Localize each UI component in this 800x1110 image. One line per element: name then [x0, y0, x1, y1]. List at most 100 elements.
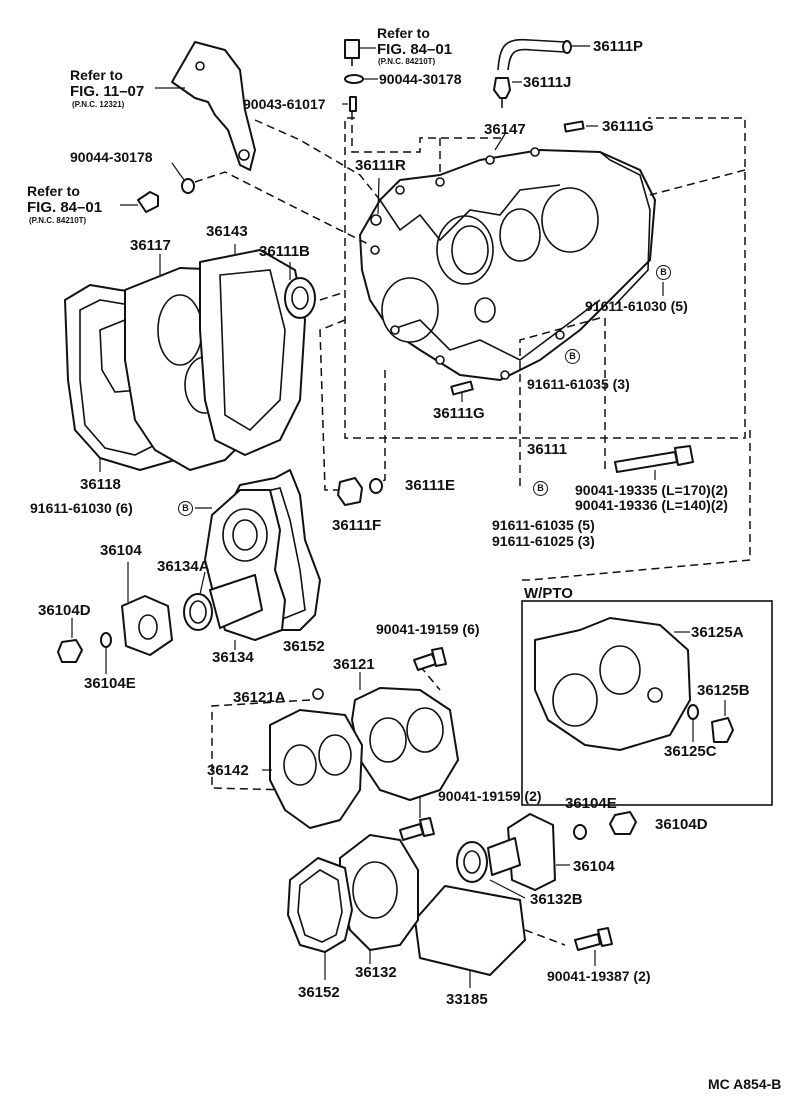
label-90041-19159-2: 90041-19159 (2): [438, 788, 542, 804]
label-36143: 36143: [206, 223, 248, 240]
label-36111E: 36111E: [405, 477, 456, 494]
label-36104-left: 36104: [100, 542, 142, 559]
washer-36104E-left: [100, 632, 112, 674]
ref-fig84-left-line1: Refer to: [27, 183, 80, 199]
small-ring-36111R: [370, 177, 382, 226]
label-36111G-top: 36111G: [602, 118, 654, 135]
label-36111P: 36111P: [593, 38, 644, 55]
label-36118: 36118: [80, 476, 121, 493]
dashed-leaders-top: [194, 112, 746, 246]
label-36104E-right: 36104E: [565, 795, 617, 812]
label-91611-61025-3: 91611-61025 (3): [492, 533, 595, 549]
cover-33185: [414, 885, 566, 988]
label-90044-30178-top: 90044-30178: [379, 71, 462, 87]
label-36104E-left: 36104E: [84, 675, 136, 692]
ref-fig84-top-line2: FIG. 84–01: [377, 41, 453, 58]
pin-36111G-top: [563, 120, 598, 133]
dashed-bolt-91611-61035-5: [519, 317, 601, 490]
label-90043-61017: 90043-61017: [243, 96, 326, 112]
label-36111G-bottom: 36111G: [433, 405, 485, 422]
label-36152-bottom: 36152: [298, 984, 340, 1001]
label-90041-19159-6: 90041-19159 (6): [376, 621, 480, 637]
oil-seal-36134: [183, 571, 236, 650]
bolt-90041-19387: [574, 927, 613, 966]
label-36111F: 36111F: [332, 517, 382, 534]
label-36111B: 36111B: [259, 243, 310, 260]
sensor-top: [344, 39, 376, 66]
housing-36132: [339, 834, 419, 964]
transfer-case-36111: [359, 147, 656, 381]
label-91611-61035-3: 91611-61035 (3): [527, 376, 630, 392]
ref-fig84-left-line2: FIG. 84–01: [27, 199, 103, 216]
bolt-symbol-1: B: [656, 264, 671, 280]
label-90041-19336: 90041-19336 (L=140)(2): [575, 497, 728, 513]
label-91611-61030-5: 91611-61030 (5): [585, 298, 688, 314]
nut-36104D-left: [57, 618, 83, 663]
extension-case-36143: [199, 244, 306, 456]
label-36142: 36142: [207, 762, 249, 779]
label-36111: 36111: [527, 441, 568, 458]
label-36152-mid: 36152: [283, 638, 325, 655]
bolt-symbol-2: B: [565, 348, 580, 364]
gasket-36152-bottom: [287, 857, 353, 980]
flange-36104-right: [487, 813, 570, 891]
label-33185: 33185: [446, 991, 488, 1008]
nut-36104D-right: [609, 811, 637, 835]
oil-seal-36111B: [284, 262, 346, 319]
dashed-wpto: [520, 430, 751, 581]
ref-fig84-top-pnc: (P.N.C. 84210T): [378, 57, 436, 66]
diagram-code: MC A854-B: [708, 1076, 782, 1092]
hose-36111P: [497, 38, 590, 71]
union-36111J: [493, 77, 522, 108]
case-group-frame: [344, 117, 746, 439]
washer-90044-left: [171, 162, 195, 194]
seal-36132B: [456, 841, 526, 899]
label-36104D-right: 36104D: [655, 816, 708, 833]
bolt-symbol-3: B: [533, 480, 548, 496]
dashed-36111F: [319, 319, 350, 491]
ref-fig11-pnc: (P.N.C. 12321): [72, 100, 125, 109]
pin-90043: [342, 96, 357, 112]
label-36111J: 36111J: [523, 74, 572, 91]
housing-36134A: [204, 489, 286, 641]
washer-36111E: [369, 478, 383, 494]
sensor-left: [120, 191, 159, 213]
label-36117: 36117: [130, 237, 171, 254]
label-36111R: 36111R: [355, 157, 406, 174]
bolt-90041-19159-2: [399, 796, 435, 841]
label-36125B: 36125B: [697, 682, 750, 699]
ref-fig84-top-line1: Refer to: [377, 25, 430, 41]
label-36134A: 36134A: [157, 558, 210, 575]
washer-36104E-right: [573, 824, 587, 840]
wpto-box: [521, 600, 773, 806]
label-91611-61035-5: 91611-61035 (5): [492, 517, 595, 533]
label-36134: 36134: [212, 649, 254, 666]
washer-90044-top: [344, 74, 378, 84]
label-36147: 36147: [484, 121, 526, 138]
label-36104-right: 36104: [573, 858, 615, 875]
dashed-36111E: [371, 370, 386, 486]
label-36121A: 36121A: [233, 689, 286, 706]
label-90041-19335: 90041-19335 (L=170)(2): [575, 482, 728, 498]
bolt-90041-19335: [614, 445, 694, 480]
label-wpto: W/PTO: [524, 585, 573, 602]
pin-36111G-bottom: [450, 380, 474, 402]
ref-fig11-line2: FIG. 11–07: [70, 83, 145, 100]
leader-36147: [494, 133, 506, 151]
label-91611-61030-6: 91611-61030 (6): [30, 500, 133, 516]
label-36125C: 36125C: [664, 743, 717, 760]
plug-36111F: [337, 477, 363, 506]
bolt-symbol-4: B: [178, 500, 193, 516]
label-36104D-left: 36104D: [38, 602, 91, 619]
label-36125A: 36125A: [691, 624, 744, 641]
label-90041-19387: 90041-19387 (2): [547, 968, 651, 984]
label-90044-30178-left: 90044-30178: [70, 149, 153, 165]
label-36132B: 36132B: [530, 891, 583, 908]
label-36132: 36132: [355, 964, 397, 981]
bolt-90041-19159-6: [413, 647, 447, 671]
ref-fig11-line1: Refer to: [70, 67, 123, 83]
bracket-refer-11-07: [155, 41, 256, 171]
ref-fig84-left-pnc: (P.N.C. 84210T): [29, 216, 87, 225]
